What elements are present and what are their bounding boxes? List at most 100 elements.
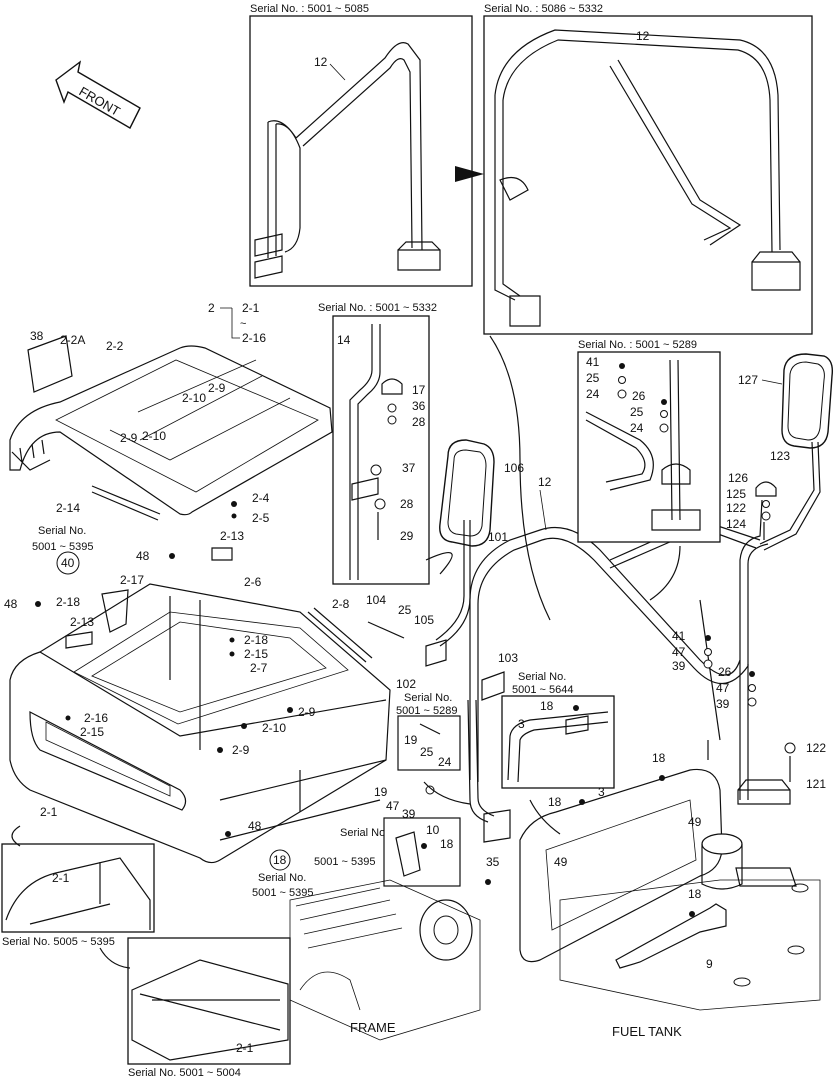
part-label-41a: 41: [586, 355, 600, 369]
part-label-2-1c: 2-1: [236, 1041, 254, 1055]
part-label-2-1b: 2-1: [52, 871, 70, 885]
part-label-2-17: 2-17: [120, 573, 144, 587]
part-label-122a: 122: [726, 501, 746, 515]
box-top-right: Serial No. : 5086 ~ 5332 12: [483, 3, 813, 335]
callout-18-line1: Serial No.: [258, 872, 306, 884]
part-label-127: 127: [738, 373, 758, 387]
box-top-left-caption: Serial No. : 5001 ~ 5085: [250, 3, 369, 15]
part-label-2-9a: 2-9: [208, 381, 226, 395]
part-label-48a: 48: [136, 549, 150, 563]
right-hardware: 41 47 39 26 47 39 122 121: [672, 629, 826, 791]
part-label-24a: 24: [438, 755, 452, 769]
part-label-35: 35: [486, 855, 500, 869]
part-label-41b: 41: [672, 629, 686, 643]
part-label-24c: 24: [630, 421, 644, 435]
box-right-caption: Serial No. : 5001 ~ 5289: [578, 339, 697, 351]
part-label-2-14: 2-14: [56, 501, 80, 515]
part-label-29: 29: [400, 529, 414, 543]
part-label-25c: 25: [586, 371, 600, 385]
part-label-9: 9: [706, 957, 713, 971]
part-label-2-9b: 2-9: [120, 431, 138, 445]
part-label-17: 17: [412, 383, 426, 397]
group-2-1-label: 2-1: [242, 301, 260, 315]
part-label-18-circle: 18: [273, 853, 287, 867]
part-label-126: 126: [728, 471, 748, 485]
box-serial-103: Serial No. 5001 ~ 5644 3 18: [501, 671, 615, 789]
part-label-2-9c: 2-9: [298, 705, 316, 719]
part-label-2-10c: 2-10: [262, 721, 286, 735]
part-label-2-13a: 2-13: [220, 529, 244, 543]
part-label-25b: 25: [420, 745, 434, 759]
part-label-105: 105: [414, 613, 434, 627]
part-label-2-9d: 2-9: [232, 743, 250, 757]
part-label-12b: 12: [636, 29, 650, 43]
part-label-2-8: 2-8: [332, 597, 350, 611]
main-rollbar: 12: [469, 475, 791, 805]
part-label-2-5: 2-5: [252, 511, 270, 525]
callout-103-line1: Serial No.: [518, 671, 566, 683]
part-label-28a: 28: [412, 415, 426, 429]
callout-40-line2: 5001 ~ 5395: [32, 541, 93, 553]
part-label-2-13b: 2-13: [70, 615, 94, 629]
callout-10-line2: 5001 ~ 5395: [314, 856, 375, 868]
front-arrow: FRONT: [55, 60, 141, 129]
part-label-47c: 47: [716, 681, 730, 695]
transition-arrow: [455, 166, 484, 182]
part-label-18b: 18: [540, 699, 554, 713]
box-right: Serial No. : 5001 ~ 5289 41 25 24 26 25 …: [577, 339, 721, 543]
part-label-49a: 49: [688, 815, 702, 829]
roof-assembly: 38 2-2A 2-2 2-9 2-10 2-9 2-10 2-14 2-4 2…: [9, 329, 333, 525]
part-label-3a: 3: [518, 717, 525, 731]
group-tilde-label: ~: [240, 318, 246, 330]
part-label-2-18b: 2-18: [244, 633, 268, 647]
part-label-102: 102: [396, 677, 416, 691]
part-label-10: 10: [426, 823, 440, 837]
callout-small-serial: Serial No. 5001 ~ 5289 19 25 24 19 47 39: [374, 692, 511, 843]
part-label-125: 125: [726, 487, 746, 501]
part-label-19b: 19: [374, 785, 388, 799]
part-label-106: 106: [504, 461, 524, 475]
part-label-2-10a: 2-10: [182, 391, 206, 405]
mirror-127-assembly: 127 123 126 125 122 124: [726, 353, 834, 551]
part-label-2-1a: 2-1: [40, 805, 58, 819]
part-label-12c: 12: [538, 475, 552, 489]
callout-40-line1: Serial No.: [38, 525, 86, 537]
part-label-48b: 48: [4, 597, 18, 611]
part-label-18c: 18: [652, 751, 666, 765]
part-label-3b: 3: [598, 785, 605, 799]
group-2-16-label: 2-16: [242, 331, 266, 345]
part-label-40: 40: [61, 556, 75, 570]
part-label-101: 101: [488, 530, 508, 544]
part-label-25a: 25: [398, 603, 412, 617]
box-mid: Serial No. : 5001 ~ 5332 14 17 36 28 37 …: [318, 302, 437, 585]
part-label-47a: 47: [386, 799, 400, 813]
callout-103-line2: 5001 ~ 5644: [512, 684, 573, 696]
part-label-2-15a: 2-15: [244, 647, 268, 661]
part-label-123: 123: [770, 449, 790, 463]
link-curve-5: [99, 947, 131, 969]
fuel-tank: 3 18 18 49 49 18 9 FUEL TANK: [519, 751, 821, 1039]
part-label-47b: 47: [672, 645, 686, 659]
part-label-2-18a: 2-18: [56, 595, 80, 609]
cab-frame: 2-13 2-17 2-18 2-6 2-13 2-18 2-15 2-7 2-…: [9, 529, 391, 864]
part-label-2-10b: 2-10: [142, 429, 166, 443]
part-label-25d: 25: [630, 405, 644, 419]
part-label-18e: 18: [688, 887, 702, 901]
part-label-38: 38: [30, 329, 44, 343]
box-mid-caption: Serial No. : 5001 ~ 5332: [318, 302, 437, 314]
box-bottom-left-caption: Serial No. 5005 ~ 5395: [2, 936, 115, 948]
frame-label: FRAME: [350, 1020, 396, 1035]
part-label-48c: 48: [248, 819, 262, 833]
callout-small-line2: 5001 ~ 5289: [396, 705, 457, 717]
fuel-tank-label: FUEL TANK: [612, 1024, 682, 1039]
part-label-121: 121: [806, 777, 826, 791]
mirror-106-assembly: 106 101 104 25 105 102 103: [366, 439, 524, 701]
link-curve-3: [649, 545, 681, 601]
part-label-12a: 12: [314, 55, 328, 69]
part-label-39b: 39: [672, 659, 686, 673]
group-label-2: 2 2-1 ~ 2-16: [208, 301, 266, 345]
box-top-right-caption: Serial No. : 5086 ~ 5332: [484, 3, 603, 15]
part-label-18d: 18: [548, 795, 562, 809]
part-label-28b: 28: [400, 497, 414, 511]
link-curve-4: [11, 825, 21, 847]
